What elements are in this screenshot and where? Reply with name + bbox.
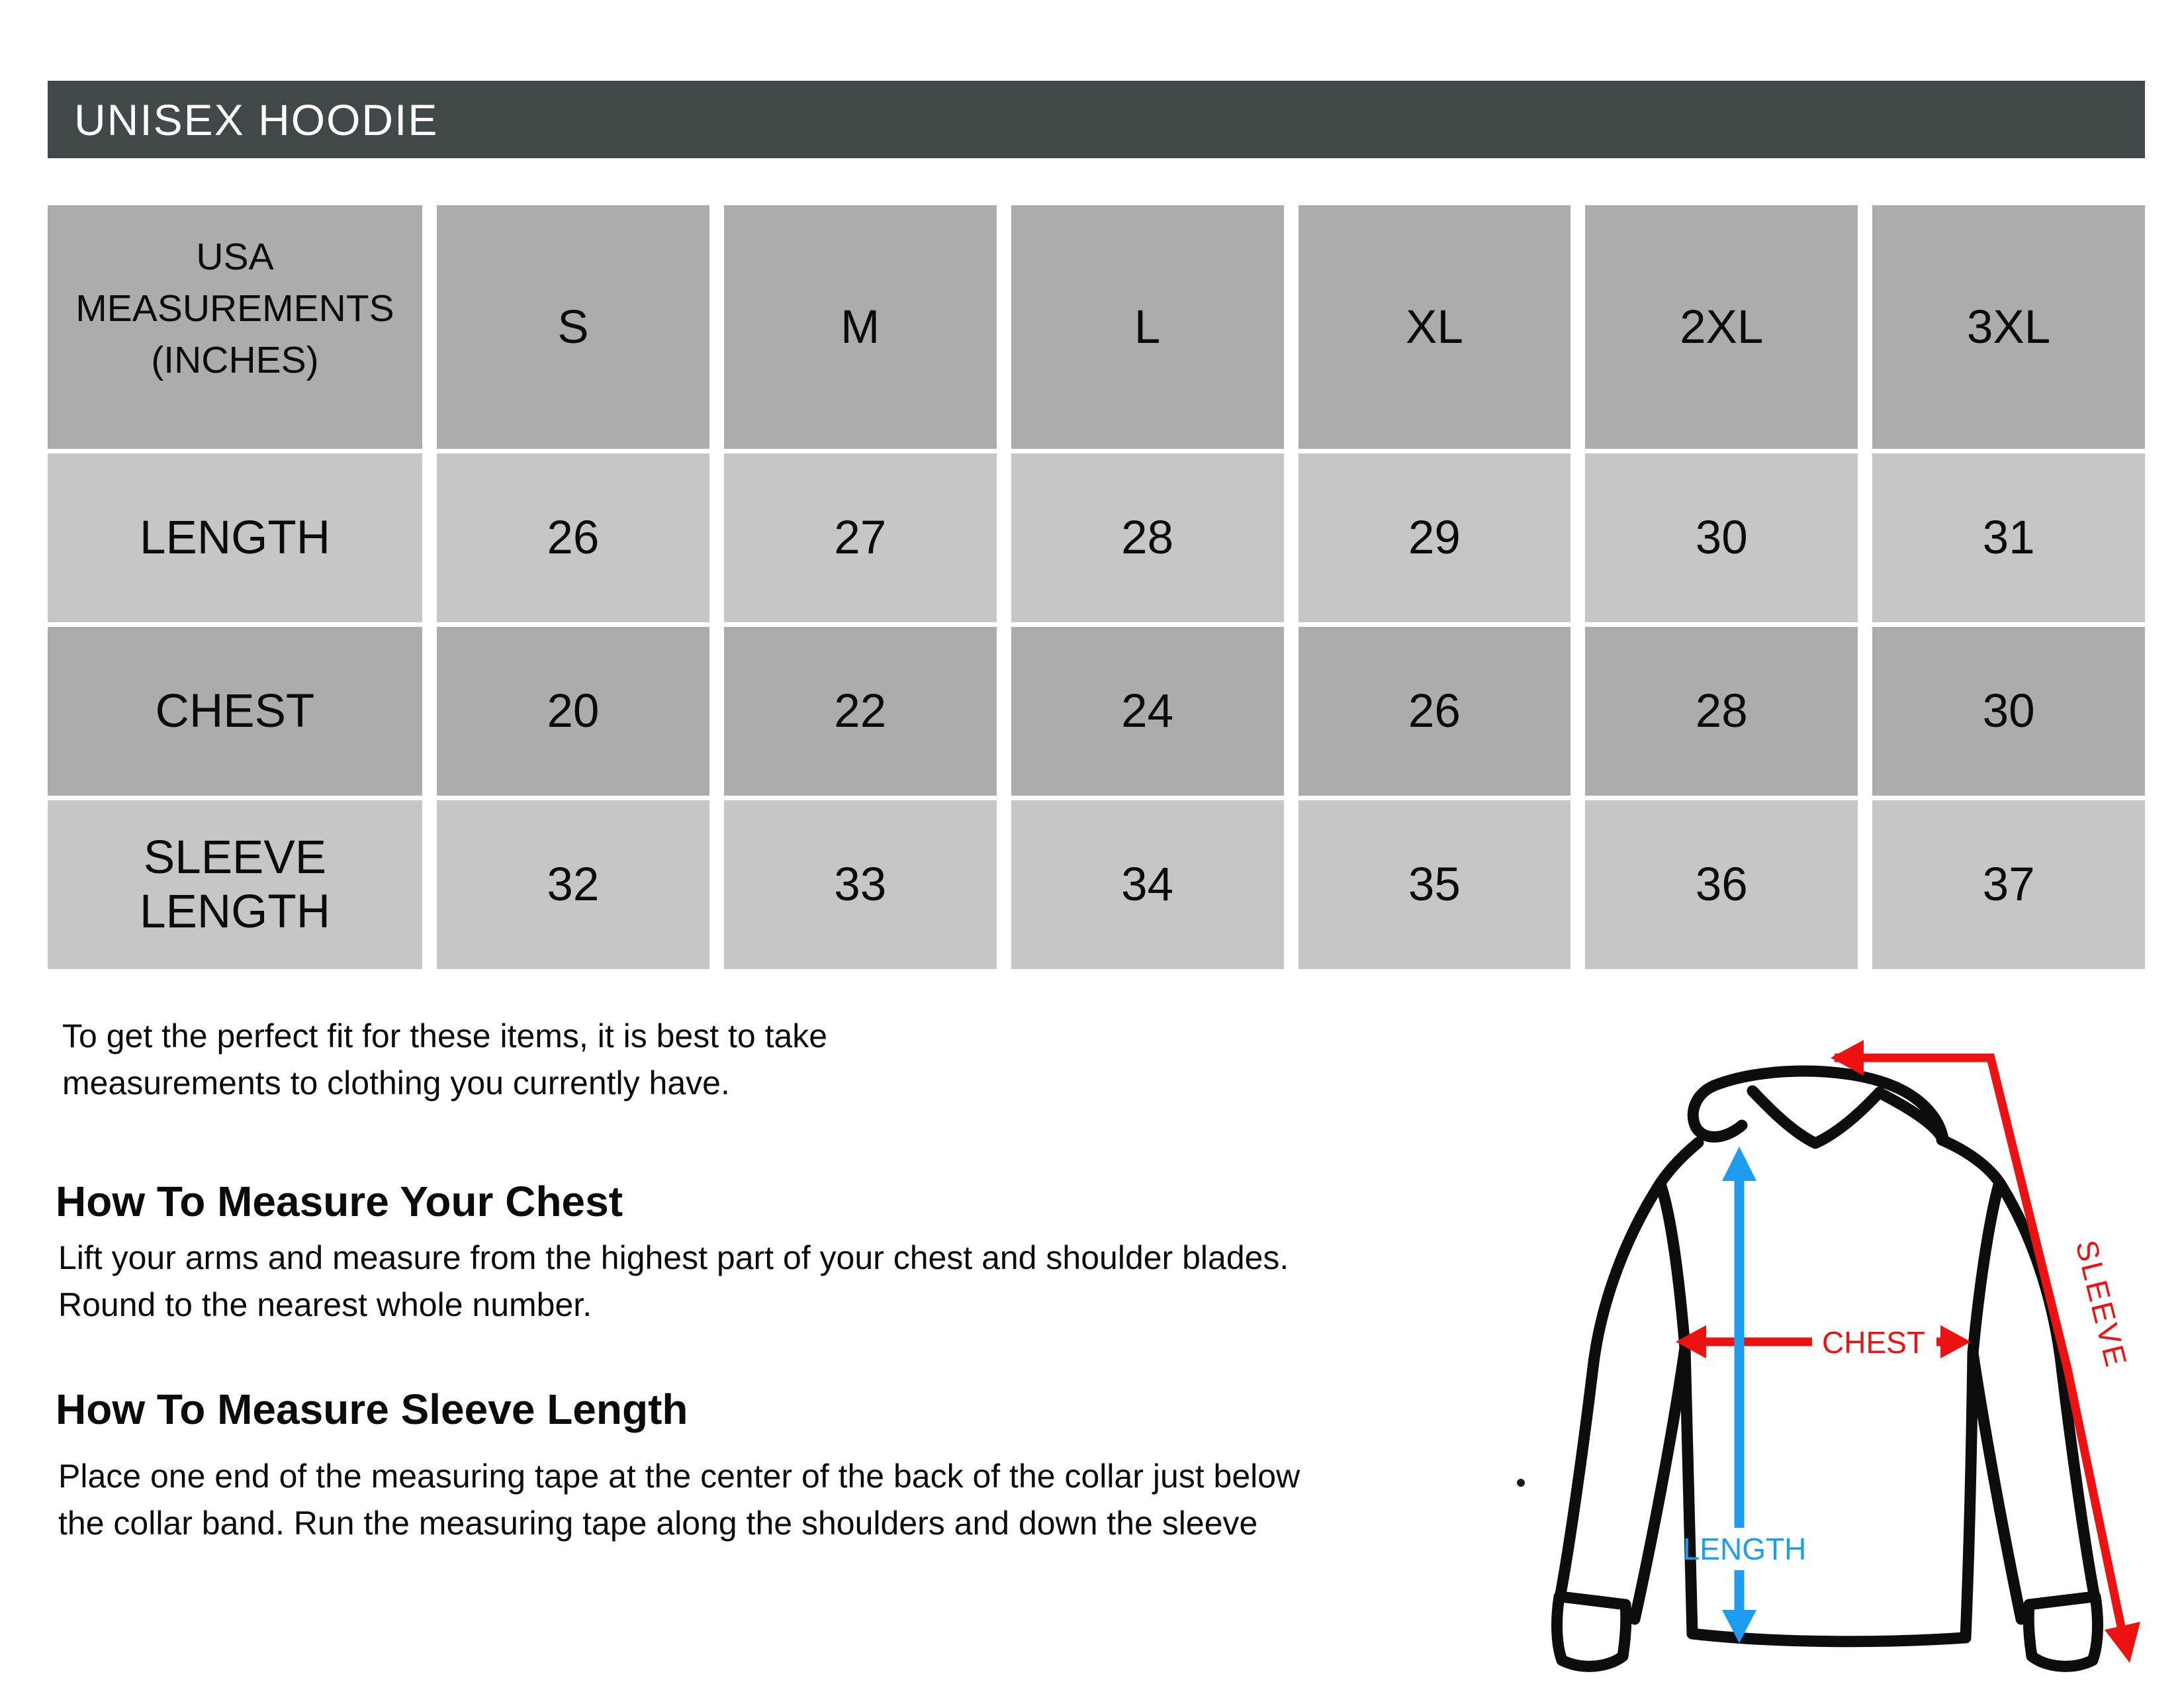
table-corner-header: USA MEASUREMENTS (INCHES) [48,205,422,449]
length-label: LENGTH [1683,1532,1807,1566]
chest-value-2xl: 28 [1585,627,1858,796]
chest-text-line: Round to the nearest whole number. [58,1286,592,1323]
chest-value-xl: 26 [1298,627,1571,796]
chest-arrowhead-right [1940,1325,1971,1358]
stray-dot [1517,1479,1525,1487]
hoodie-outline-icon [1551,1065,2103,1672]
sleeve-text-line: the collar band. Run the measuring tape … [58,1505,1258,1542]
sleeve-label: SLEEVE [2069,1237,2134,1372]
size-header-3xl: 3XL [1872,205,2145,449]
sleeve-value-2xl: 36 [1585,800,1858,969]
sleeve-section-heading: How To Measure Sleeve Length [56,1385,688,1433]
sleeve-value-xl: 35 [1298,800,1571,969]
length-value-xl: 29 [1298,453,1571,622]
length-value-2xl: 30 [1585,453,1858,622]
chest-value-s: 20 [437,627,709,796]
chest-value-l: 24 [1011,627,1284,796]
sleeve-arrowhead-down [2105,1622,2140,1663]
sleeve-value-3xl: 37 [1872,800,2145,969]
intro-line: To get the perfect fit for these items, … [62,1017,828,1055]
hoodie-measurement-diagram: SLEEVE CHEST LENGTH [1517,1040,2140,1672]
row-label-length: LENGTH [48,453,422,622]
intro-line: measurements to clothing you currently h… [62,1064,730,1102]
sleeve-value-l: 34 [1011,800,1284,969]
size-header-xl: XL [1298,205,1571,449]
length-value-3xl: 31 [1872,453,2145,622]
size-header-2xl: 2XL [1585,205,1858,449]
chest-section-text: Lift your arms and measure from the high… [58,1235,1289,1329]
length-value-l: 28 [1011,453,1284,622]
row-label-sleeve-length: SLEEVE LENGTH [48,800,422,969]
length-arrowhead-up [1722,1147,1756,1181]
size-header-l: L [1011,205,1284,449]
page-title-bar: UNISEX HOODIE [48,81,2145,158]
sleeve-arrowhead-left [1831,1040,1864,1076]
row-label-chest: CHEST [48,627,422,796]
length-value-m: 27 [723,453,997,622]
size-header-s: S [437,205,709,449]
length-value-s: 26 [437,453,709,622]
chest-value-3xl: 30 [1872,627,2145,796]
length-arrowhead-down [1722,1610,1756,1643]
size-header-m: M [723,205,997,449]
page-title: UNISEX HOODIE [74,95,439,144]
size-chart-table: USA MEASUREMENTS (INCHES) S M L XL 2XL 3… [48,205,2145,969]
chest-arrow: CHEST [1676,1325,1971,1360]
chest-arrowhead-left [1676,1325,1706,1358]
sleeve-value-s: 32 [437,800,709,969]
chest-section-heading: How To Measure Your Chest [56,1178,623,1225]
chest-label: CHEST [1822,1325,1925,1360]
intro-text: To get the perfect fit for these items, … [62,1013,827,1107]
sleeve-text-line: Place one end of the measuring tape at t… [58,1458,1300,1495]
chest-value-m: 22 [723,627,997,796]
chest-text-line: Lift your arms and measure from the high… [58,1239,1289,1276]
sleeve-section-text: Place one end of the measuring tape at t… [58,1453,1300,1547]
length-arrow: LENGTH [1683,1147,1807,1643]
sleeve-value-m: 33 [723,800,997,969]
